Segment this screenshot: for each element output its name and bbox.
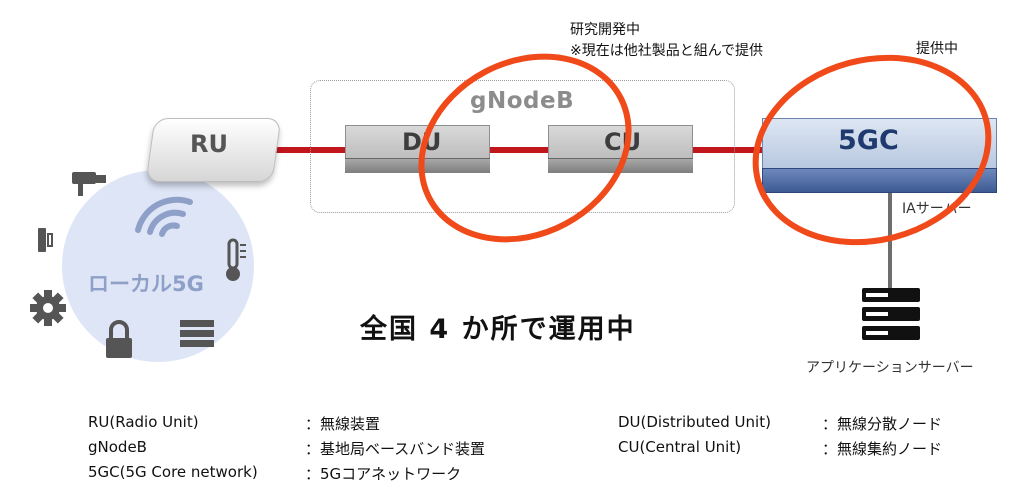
legend-term-du: DU(Distributed Unit) <box>618 413 771 431</box>
wifi-icon <box>135 196 193 237</box>
legend-desc-5gc: ：5Gコアネットワーク <box>305 465 462 483</box>
research-title: 研究開発中 <box>570 22 640 38</box>
server-rack-small-icon <box>180 320 214 347</box>
legend-term-5gc: 5GC(5G Core network) <box>88 463 258 481</box>
providing-highlight-ellipse <box>752 54 992 246</box>
lock-icon <box>106 320 132 358</box>
legend-desc-cu: ：無線集約ノード <box>822 440 943 458</box>
headline: 全国 4 か所で運用中 <box>360 314 636 345</box>
legend-term-ru: RU(Radio Unit) <box>88 413 199 431</box>
legend-term-cu: CU(Central Unit) <box>618 438 742 456</box>
server-rack-icon <box>862 288 920 340</box>
ru-label: RU <box>190 130 228 158</box>
gnodeb-label: gNodeB <box>470 88 575 114</box>
gear-icon <box>30 290 66 326</box>
research-note: ※現在は他社製品と組んで提供 <box>570 43 764 59</box>
app-server-label: アプリケーションサーバー <box>806 360 974 376</box>
core-server-face <box>762 168 997 193</box>
gnodeb-frame <box>310 80 735 213</box>
cu-label: CU <box>604 128 642 156</box>
thermometer-icon <box>226 238 246 281</box>
providing-label: 提供中 <box>916 41 958 57</box>
legend-desc-du: ：無線分散ノード <box>822 415 943 433</box>
du-server-face <box>345 158 490 173</box>
research-highlight-ellipse <box>418 53 632 243</box>
core-label: 5GC <box>838 125 899 156</box>
door-sensor-icon <box>38 228 53 252</box>
legend-desc-gnodeb: ：基地局ベースバンド装置 <box>305 440 486 458</box>
legend-term-gnodeb: gNodeB <box>88 438 147 456</box>
legend-desc-ru: ：無線装置 <box>305 415 381 433</box>
camera-icon <box>72 172 106 196</box>
local5g-label: ローカル5G <box>88 272 204 296</box>
